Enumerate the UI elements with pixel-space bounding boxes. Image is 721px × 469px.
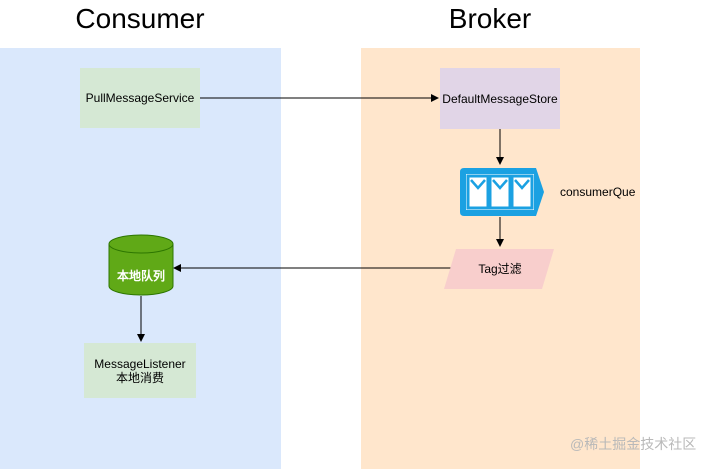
broker-title: Broker (448, 3, 532, 34)
default-message-store-box: DefaultMessageStore (440, 68, 560, 129)
tag-filter-shape (444, 249, 554, 289)
watermark: @稀土掘金技术社区 (570, 436, 697, 452)
message-listener-box: MessageListener 本地消费 (84, 343, 196, 398)
pull-message-service-box: PullMessageService (80, 68, 200, 128)
default-message-store-label: DefaultMessageStore (442, 91, 558, 106)
consumer-queue-label: consumerQue (560, 185, 636, 199)
local-consume-label: 本地消费 (115, 370, 164, 385)
message-queue-icon (460, 168, 544, 216)
database-cylinder-icon (108, 234, 174, 296)
tag-filter-label: Tag过滤 (478, 262, 522, 276)
consumer-title: Consumer (75, 3, 205, 34)
message-listener-label: MessageListener (94, 356, 186, 371)
local-queue-label: 本地队列 (116, 269, 165, 283)
pull-message-service-label: PullMessageService (85, 91, 195, 105)
